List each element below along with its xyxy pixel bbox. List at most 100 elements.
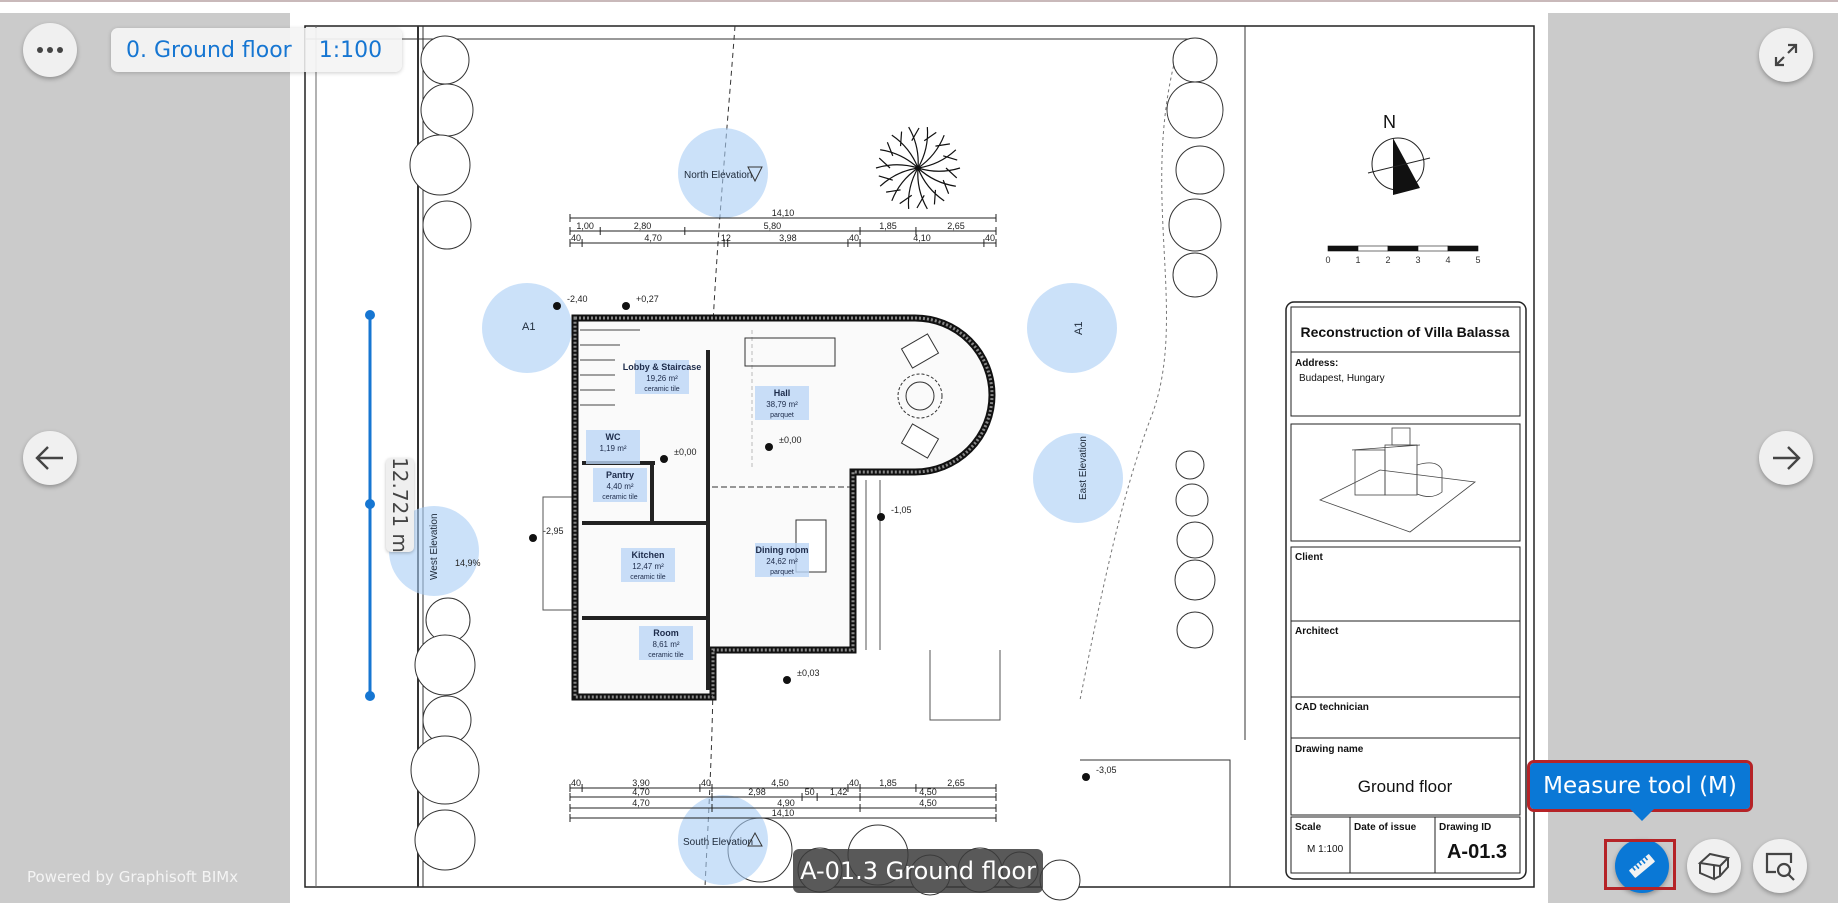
dimension-value: 4,50	[919, 798, 937, 808]
room-floor: parquet	[770, 412, 794, 419]
drawing-name-value: Ground floor	[1358, 777, 1453, 796]
tree-icon	[1039, 859, 1081, 901]
tree-sketch-icon	[875, 126, 961, 210]
divider	[303, 28, 305, 72]
level-value: ±0,03	[797, 668, 819, 678]
dimension-value: 4,70	[644, 233, 662, 243]
level-value: -1,05	[891, 505, 912, 515]
room-label-background	[593, 468, 647, 502]
tooltip-arrow	[1630, 809, 1654, 821]
room-name: Kitchen	[631, 550, 664, 560]
scale-label: Scale	[1295, 822, 1322, 833]
dimension-value: 4,50	[919, 787, 937, 797]
previous-sheet-button[interactable]	[23, 431, 77, 485]
dimension-value: 4,90	[777, 798, 795, 808]
elevation-markers[interactable]	[389, 128, 1123, 885]
tree-icon	[1172, 37, 1218, 83]
section-a1-right-marker[interactable]	[1027, 283, 1117, 373]
scale-button[interactable]: 1:100	[318, 37, 383, 63]
drawing-name-label: Drawing name	[1295, 744, 1364, 755]
next-sheet-button[interactable]	[1759, 431, 1813, 485]
tree-icon	[422, 200, 472, 250]
3d-view-icon	[1697, 852, 1730, 881]
tree-icon	[1175, 483, 1209, 517]
tree-icon	[414, 634, 476, 696]
dimension-value: 3,98	[779, 233, 797, 243]
dimension-value: 2,65	[947, 778, 965, 788]
south-elevation-triangle-icon	[747, 831, 763, 847]
room-name: Pantry	[606, 470, 634, 480]
fullscreen-button[interactable]	[1759, 28, 1813, 82]
client-label: Client	[1295, 552, 1323, 563]
room-area: 38,79 m²	[766, 400, 798, 409]
north-elevation-triangle-icon	[747, 166, 763, 183]
dimension-value: 40	[571, 778, 581, 788]
tree-icon	[414, 809, 476, 871]
measure-mid-handle[interactable]	[365, 499, 375, 509]
tree-icon	[1176, 521, 1214, 559]
dimension-value: 1,00	[576, 221, 594, 231]
address-value: Budapest, Hungary	[1299, 373, 1385, 384]
room-label-background	[755, 386, 809, 420]
dimension-value: 5,80	[764, 221, 782, 231]
dimension-value: 14,10	[772, 208, 795, 218]
room-label-background	[755, 543, 809, 577]
zoom-to-area-button[interactable]	[1753, 839, 1807, 893]
measure-end-handle[interactable]	[365, 691, 375, 701]
window-top-border	[0, 0, 1838, 2]
level-marker-icon	[783, 676, 791, 684]
cad-technician-label: CAD technician	[1295, 702, 1369, 713]
measure-distance-label: 12.721 m	[386, 457, 414, 553]
tree-icon	[420, 83, 474, 137]
section-a1-left-marker[interactable]	[482, 283, 572, 373]
room-name: Lobby & Staircase	[623, 362, 702, 372]
section-a1-right-label: A1	[1073, 322, 1085, 335]
room-label[interactable]: WC1,19 m²	[586, 430, 640, 464]
scale-bar-label: 2	[1385, 255, 1390, 265]
floor-name-button[interactable]: 0. Ground floor	[126, 37, 292, 63]
dimension-value: 40	[849, 233, 859, 243]
north-elevation-marker[interactable]	[678, 128, 768, 218]
room-area: 1,19 m²	[599, 444, 626, 453]
room-area: 19,26 m²	[646, 374, 678, 383]
3d-view-button[interactable]	[1687, 839, 1741, 893]
tree-icon	[409, 134, 471, 196]
expand-icon	[1774, 43, 1798, 67]
room-label-background	[639, 626, 693, 660]
measure-start-handle[interactable]	[365, 310, 375, 320]
dimension-value: 14,10	[772, 808, 795, 818]
architect-label: Architect	[1295, 626, 1339, 637]
east-elevation-marker[interactable]	[1033, 433, 1123, 523]
room-area: 8,61 m²	[652, 640, 679, 649]
dimension-value: 40	[571, 233, 581, 243]
dimension-value: 4,10	[913, 233, 931, 243]
measure-tool-tooltip: Measure tool (M)	[1527, 760, 1753, 812]
slope-label: 14,9%	[455, 558, 481, 568]
ruler-icon	[1629, 854, 1655, 878]
scale-bar-label: 4	[1445, 255, 1450, 265]
level-value: -2,95	[543, 526, 564, 536]
level-markers: ±0,00±0,00-1,05-2,40+0,27-2,95-3,05±0,03	[529, 294, 1117, 781]
measure-tool-button[interactable]	[1615, 839, 1669, 893]
measure-line[interactable]	[365, 310, 375, 701]
tree-icon	[1172, 252, 1218, 298]
room-label-background	[635, 360, 689, 394]
more-menu-button[interactable]	[23, 23, 77, 77]
arrow-right-icon	[1773, 446, 1801, 470]
north-label: N	[1383, 112, 1396, 132]
tree-icon	[1166, 81, 1224, 139]
building-3d-thumbnail	[1318, 427, 1477, 533]
dimension-value: 2,65	[947, 221, 965, 231]
north-elevation-label: North Elevation	[684, 170, 752, 181]
project-title: Reconstruction of Villa Balassa	[1300, 324, 1509, 340]
floor-selector[interactable]: 0. Ground floor 1:100	[111, 28, 402, 72]
